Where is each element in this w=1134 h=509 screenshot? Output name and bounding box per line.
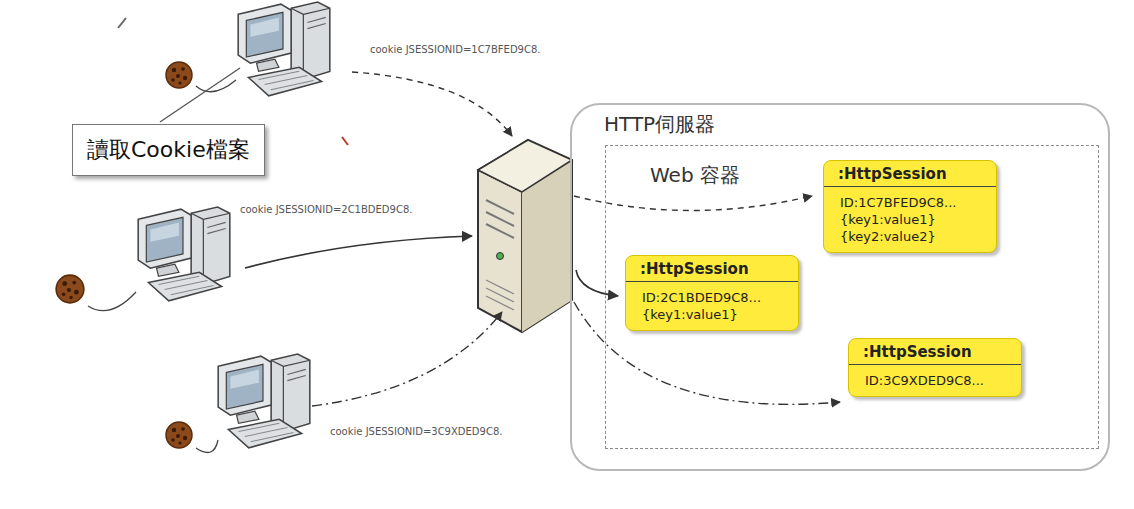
cookie-label: cookie JSESSIONID=3C9XDED9C8. <box>328 426 504 437</box>
session-arrow <box>574 196 812 211</box>
request-arrow <box>245 236 472 268</box>
session-entry: ID:3C9XDED9C8... <box>849 365 1021 388</box>
callout-box: 讀取Cookie檔案 <box>72 124 265 176</box>
cookie-label: cookie JSESSIONID=1C7BFED9C8. <box>368 44 543 55</box>
cookie-icon <box>166 422 192 448</box>
session-box: :HttpSessionID:2C1BDED9C8...{key1:value1… <box>625 255 799 331</box>
cookie-tie <box>88 292 136 311</box>
session-heading: :HttpSession <box>626 256 798 282</box>
region-title: HTTP伺服器 <box>604 111 715 138</box>
cookie-icon <box>166 62 192 88</box>
session-entry: {key2:value2} <box>824 227 996 244</box>
region-title: Web 容器 <box>650 162 740 189</box>
session-entry: {key1:value1} <box>626 305 798 322</box>
session-heading: :HttpSession <box>824 161 996 187</box>
client-computer <box>218 354 310 448</box>
request-arrow <box>312 312 502 406</box>
server-region: HTTP伺服器Web 容器:HttpSessionID:1C7BFED9C8..… <box>570 103 1110 471</box>
pencil-mark <box>118 18 126 28</box>
session-entry: ID:1C7BFED9C8... <box>824 187 996 210</box>
session-box: :HttpSessionID:3C9XDED9C8... <box>848 338 1022 397</box>
stray-mark <box>342 137 348 145</box>
cookie-icon <box>56 275 84 303</box>
web-container: Web 容器:HttpSessionID:1C7BFED9C8...{key1:… <box>605 145 1099 449</box>
session-heading: :HttpSession <box>849 339 1021 365</box>
session-arrow <box>576 270 618 296</box>
cookie-tie <box>196 80 236 92</box>
cookie-tie <box>196 440 218 453</box>
request-arrow <box>352 72 512 136</box>
session-box: :HttpSessionID:1C7BFED9C8...{key1:value1… <box>823 160 997 253</box>
leader-line <box>160 68 240 122</box>
client-computer <box>138 207 230 301</box>
session-entry: ID:2C1BDED9C8... <box>626 282 798 305</box>
client-computer <box>238 2 330 96</box>
cookie-label: cookie JSESSIONID=2C1BDED9C8. <box>238 204 414 215</box>
server-tower <box>478 140 572 332</box>
session-entry: {key1:value1} <box>824 210 996 227</box>
session-arrow <box>574 302 840 404</box>
callout-text: 讀取Cookie檔案 <box>87 135 250 165</box>
